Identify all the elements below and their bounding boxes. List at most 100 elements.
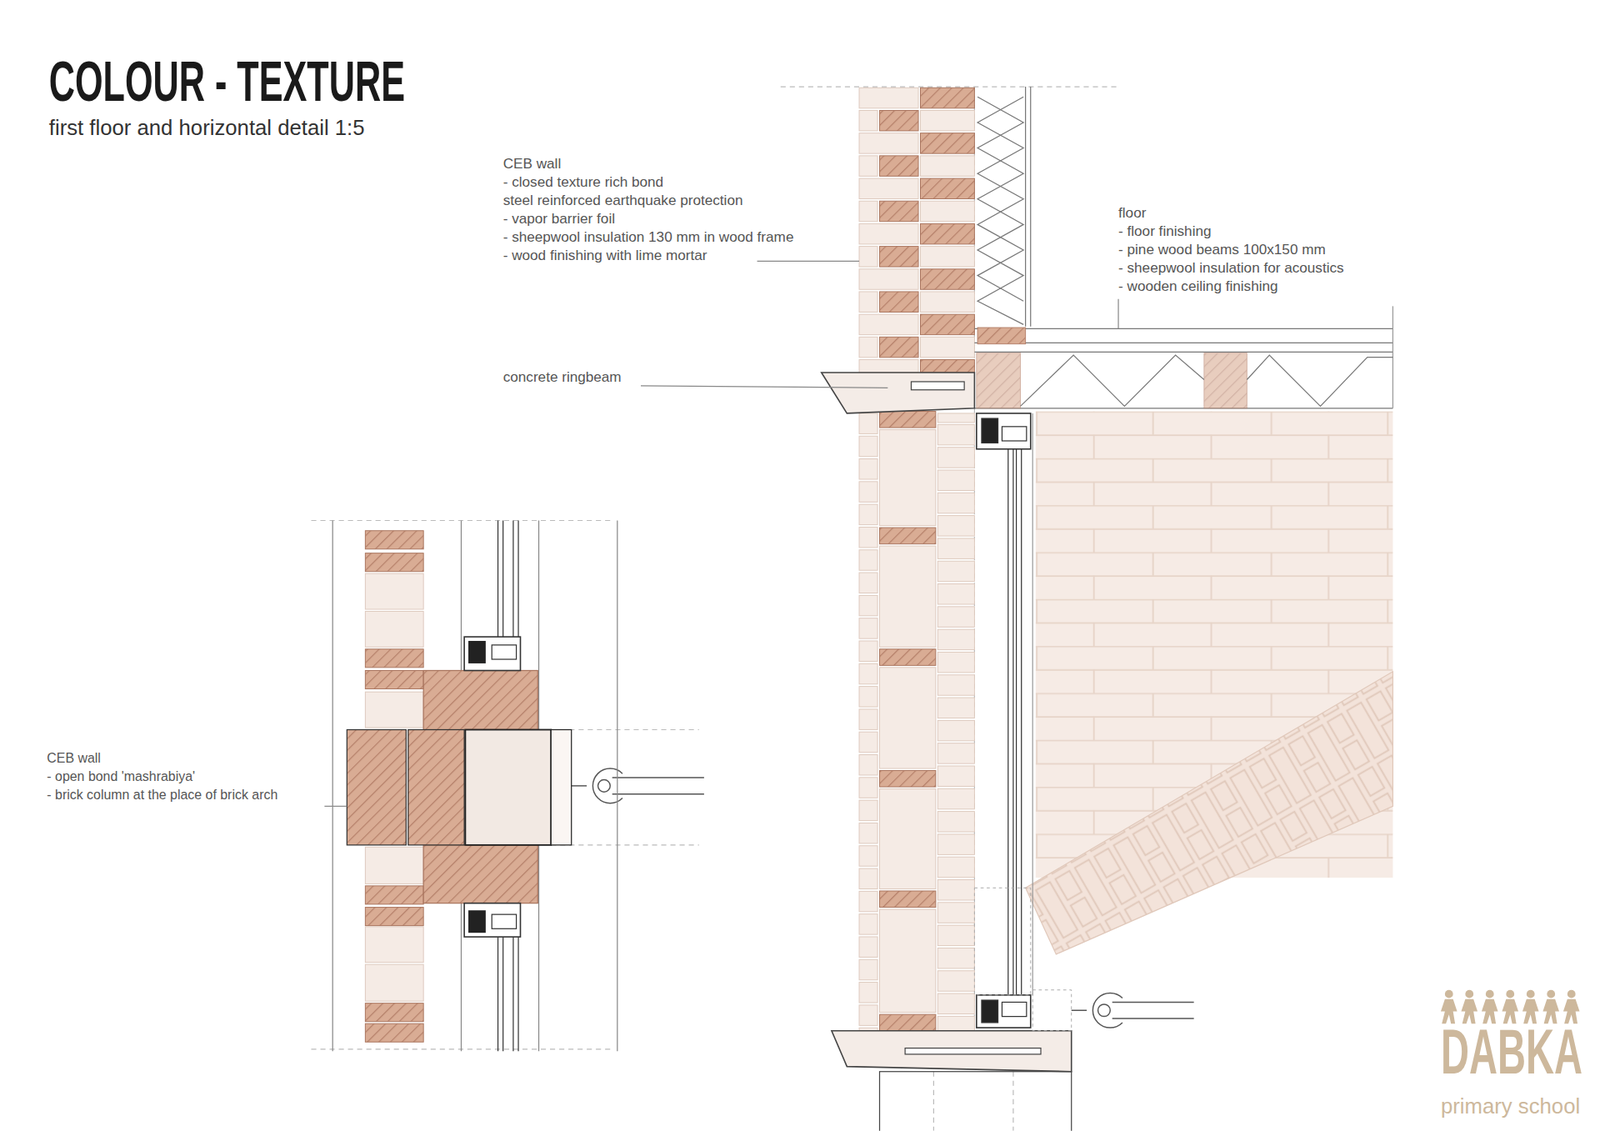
ceb-block xyxy=(937,538,975,559)
fired-brick xyxy=(920,269,975,290)
ceb-block xyxy=(859,800,878,820)
ceb-block xyxy=(937,925,975,945)
ceb-block xyxy=(937,880,975,900)
ceb-block xyxy=(859,868,878,889)
fired-brick xyxy=(920,87,975,108)
ceb-block xyxy=(859,526,878,547)
ceb-block xyxy=(859,314,919,335)
page-title: COLOUR - TEXTURE xyxy=(49,53,405,111)
ceb-block xyxy=(937,720,975,740)
ceb-block xyxy=(937,743,975,764)
ceb-block xyxy=(920,336,975,357)
logo-subtitle: primary school xyxy=(1440,1092,1580,1119)
note-line: - closed texture rich bond xyxy=(503,173,664,191)
fired-brick xyxy=(365,670,424,689)
ceb-block xyxy=(859,822,878,843)
fired-brick xyxy=(880,155,920,176)
ceb-block xyxy=(880,545,936,647)
ceb-block xyxy=(859,663,878,684)
fired-brick xyxy=(880,527,936,545)
ceb-block xyxy=(859,640,878,661)
ceb-block xyxy=(859,336,878,357)
fired-brick xyxy=(880,1014,936,1031)
ceb-block xyxy=(937,629,975,650)
ceb-block xyxy=(937,765,975,786)
ceb-block xyxy=(937,447,975,468)
ceb-block xyxy=(920,155,975,176)
ceb-wall-upper xyxy=(859,87,975,373)
ceb-block xyxy=(880,430,936,526)
ceb-block xyxy=(859,200,878,221)
ceb-block xyxy=(859,481,878,502)
ceb-wall-lower xyxy=(859,410,975,1030)
note-line: steel reinforced earthquake protection xyxy=(503,191,744,210)
ceb-block xyxy=(937,584,975,605)
ceb-block xyxy=(859,133,919,154)
ceb-block xyxy=(859,413,878,434)
ceb-block xyxy=(859,110,878,130)
brick-column xyxy=(346,670,571,903)
ceb-block xyxy=(937,856,975,877)
ceb-block xyxy=(937,993,975,1014)
hinge-symbol xyxy=(571,768,705,804)
fired-brick xyxy=(880,410,936,428)
ceb-block xyxy=(859,269,919,290)
note-line: - wooden ceiling finishing xyxy=(1118,277,1279,295)
ceb-block xyxy=(365,846,424,884)
note-heading: CEB wall xyxy=(503,155,562,173)
fired-brick xyxy=(880,890,936,908)
ceb-block xyxy=(859,845,878,866)
plan-window-profiles xyxy=(464,636,520,937)
fired-brick xyxy=(365,885,424,905)
ceb-block xyxy=(920,200,975,221)
ceb-block xyxy=(859,618,878,639)
ceb-block xyxy=(365,926,424,963)
ceb-block xyxy=(859,87,919,108)
ceb-block xyxy=(937,1015,975,1030)
fired-brick xyxy=(920,360,975,373)
ceb-block xyxy=(937,947,975,968)
ceb-block xyxy=(859,755,878,775)
note-heading: CEB wall xyxy=(46,750,101,766)
ceb-block xyxy=(937,834,975,855)
note-line: - pine wood beams 100x150 mm xyxy=(1118,240,1326,259)
ceb-block xyxy=(880,909,936,1013)
fired-brick xyxy=(920,178,975,199)
ceb-block xyxy=(859,890,878,911)
note-line: - sheepwool insulation 130 mm in wood fr… xyxy=(503,228,795,246)
ceb-block xyxy=(859,360,919,373)
ceb-block xyxy=(859,246,878,267)
page-subtitle: first floor and horizontal detail 1:5 xyxy=(49,114,365,140)
fired-brick xyxy=(920,133,975,154)
ceb-block xyxy=(365,573,424,610)
ceb-block xyxy=(859,709,878,730)
ceb-block xyxy=(937,424,975,445)
ceb-block xyxy=(859,223,919,244)
ceb-block xyxy=(365,691,424,728)
note-line: - brick column at the place of brick arc… xyxy=(46,786,278,803)
fired-brick xyxy=(880,336,920,357)
ceb-block xyxy=(859,1005,878,1025)
fired-brick xyxy=(880,649,936,666)
logo-figures xyxy=(1440,990,1580,1024)
ceb-block xyxy=(859,595,878,615)
concrete-ringbeam xyxy=(821,372,975,414)
ceb-block xyxy=(937,651,975,672)
ceb-block xyxy=(937,515,975,536)
ceb-block xyxy=(937,697,975,718)
fired-brick xyxy=(880,291,920,312)
ceb-block xyxy=(859,459,878,480)
ceb-block xyxy=(365,964,424,1001)
ceb-block xyxy=(937,606,975,627)
ceb-block xyxy=(859,731,878,752)
fired-brick xyxy=(365,530,424,550)
ceb-block xyxy=(859,914,878,935)
ceb-block xyxy=(920,246,975,267)
leader-lines xyxy=(324,260,1119,806)
part-label: concrete ringbeam xyxy=(503,368,622,386)
ceb-block xyxy=(859,777,878,798)
note-line: - vapor barrier foil xyxy=(503,210,615,228)
note-heading: floor xyxy=(1118,204,1146,222)
